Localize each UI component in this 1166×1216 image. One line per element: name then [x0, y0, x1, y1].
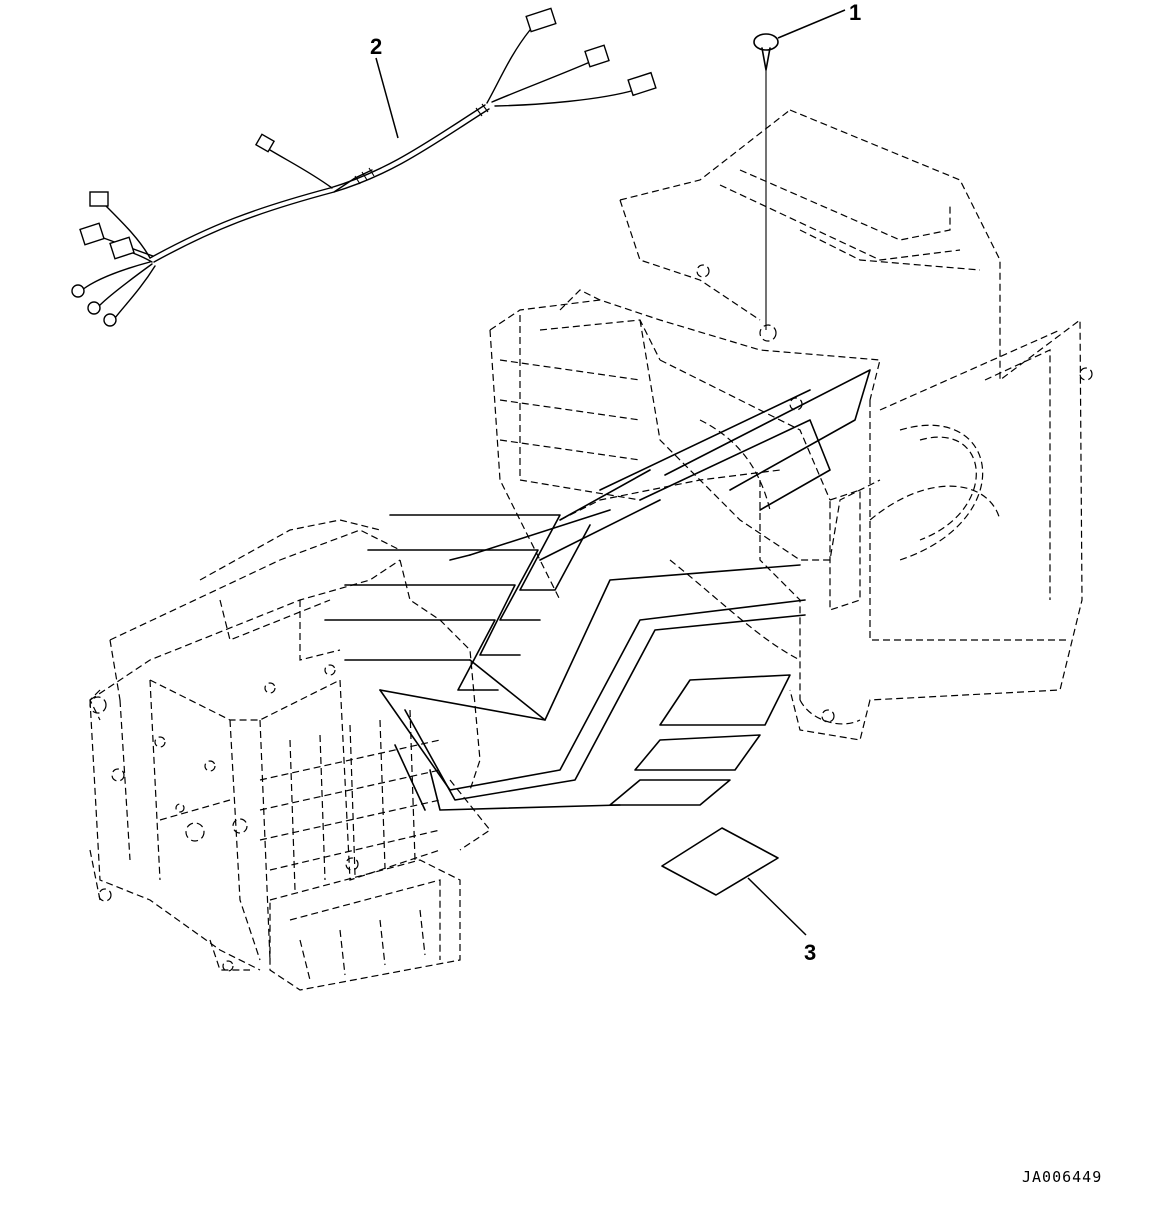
callout-3: 3 — [804, 940, 816, 965]
hvac-unit-right — [489, 109, 1093, 741]
callout-1: 1 — [849, 0, 861, 25]
callout-2: 2 — [370, 34, 382, 59]
wiring-harness — [71, 7, 657, 327]
figure-code: JA006449 — [1022, 1168, 1102, 1186]
assembly-arrows — [324, 369, 871, 811]
screw — [753, 33, 779, 330]
leader-lines — [375, 9, 846, 936]
label-sheet — [661, 827, 779, 896]
